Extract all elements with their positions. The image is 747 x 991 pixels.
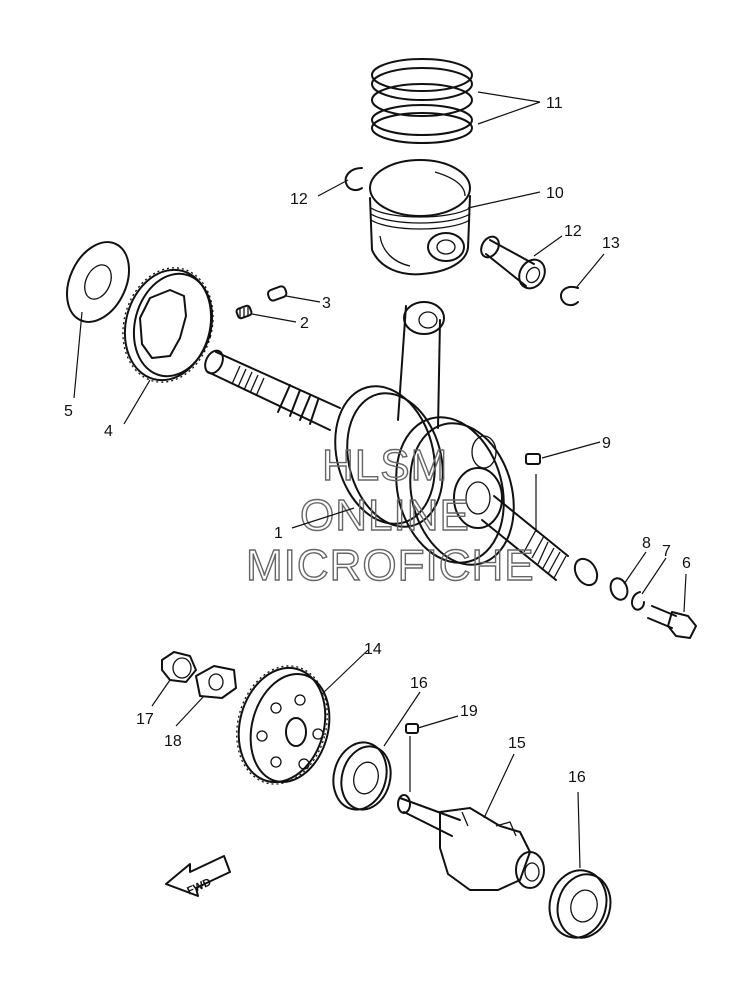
nut-18: [161, 651, 197, 683]
callout-16-left: 16: [410, 675, 428, 692]
callout-17-text: 19: [460, 703, 478, 720]
callout-19: 18: [164, 733, 182, 750]
callout-2: 2: [300, 315, 309, 332]
callout-9: 9: [602, 435, 611, 452]
bearing-16-right: [548, 869, 612, 939]
callout-3: 3: [322, 295, 331, 312]
piston-pin: [480, 235, 546, 290]
callout-18: 17: [136, 711, 154, 728]
washer-8: [609, 577, 629, 601]
watermark-line-3: MICROFICHE: [246, 541, 535, 590]
callout-13-upper: 12: [290, 191, 308, 208]
callout-5: 5: [64, 403, 73, 420]
callout-13-lower: 13: [602, 235, 620, 252]
callout-8: 8: [642, 535, 651, 552]
piston: [369, 159, 471, 276]
callout-11: 11: [546, 95, 563, 112]
callout-7: 7: [662, 543, 671, 560]
watermark: HLSM ONLINE MICROFICHE: [245, 440, 535, 590]
callout-1: 1: [274, 525, 283, 542]
callout-16-right: 16: [568, 769, 586, 786]
washer: [66, 241, 130, 323]
watermark-line-2: ONLINE: [300, 491, 470, 540]
callout-4: 4: [104, 423, 113, 440]
callout-15: 15: [508, 735, 526, 752]
key-17: [405, 723, 419, 734]
bearing-16-left: [332, 741, 392, 811]
callout-12-label: 12: [564, 223, 582, 240]
balancer-shaft: [397, 794, 545, 891]
bolt-6: [647, 605, 697, 639]
starter-clutch: [122, 267, 214, 383]
fwd-arrow-icon: FWD: [165, 855, 231, 897]
fwd-label: FWD: [185, 876, 213, 897]
watermark-line-1: HLSM: [322, 441, 448, 490]
callout-10: 10: [546, 185, 564, 202]
lock-washer-7: [631, 591, 645, 611]
callout-14: 14: [364, 641, 382, 658]
crankshaft: [204, 301, 599, 587]
leader-lines: [73, 91, 687, 869]
circlip-lower: [560, 286, 579, 307]
callouts: 11 10 12 12 12 13 3 2 5 4 1 9 8 7 6 14 1…: [64, 95, 691, 786]
plug-part-2: [235, 304, 253, 320]
piston-rings: [371, 58, 473, 144]
lock-washer-19: [195, 665, 237, 699]
primary-gear: [236, 665, 331, 785]
circlip-upper: [344, 167, 363, 192]
callout-6: 6: [682, 555, 691, 572]
pin-part-3: [266, 285, 288, 302]
woodruff-key: [525, 453, 541, 465]
